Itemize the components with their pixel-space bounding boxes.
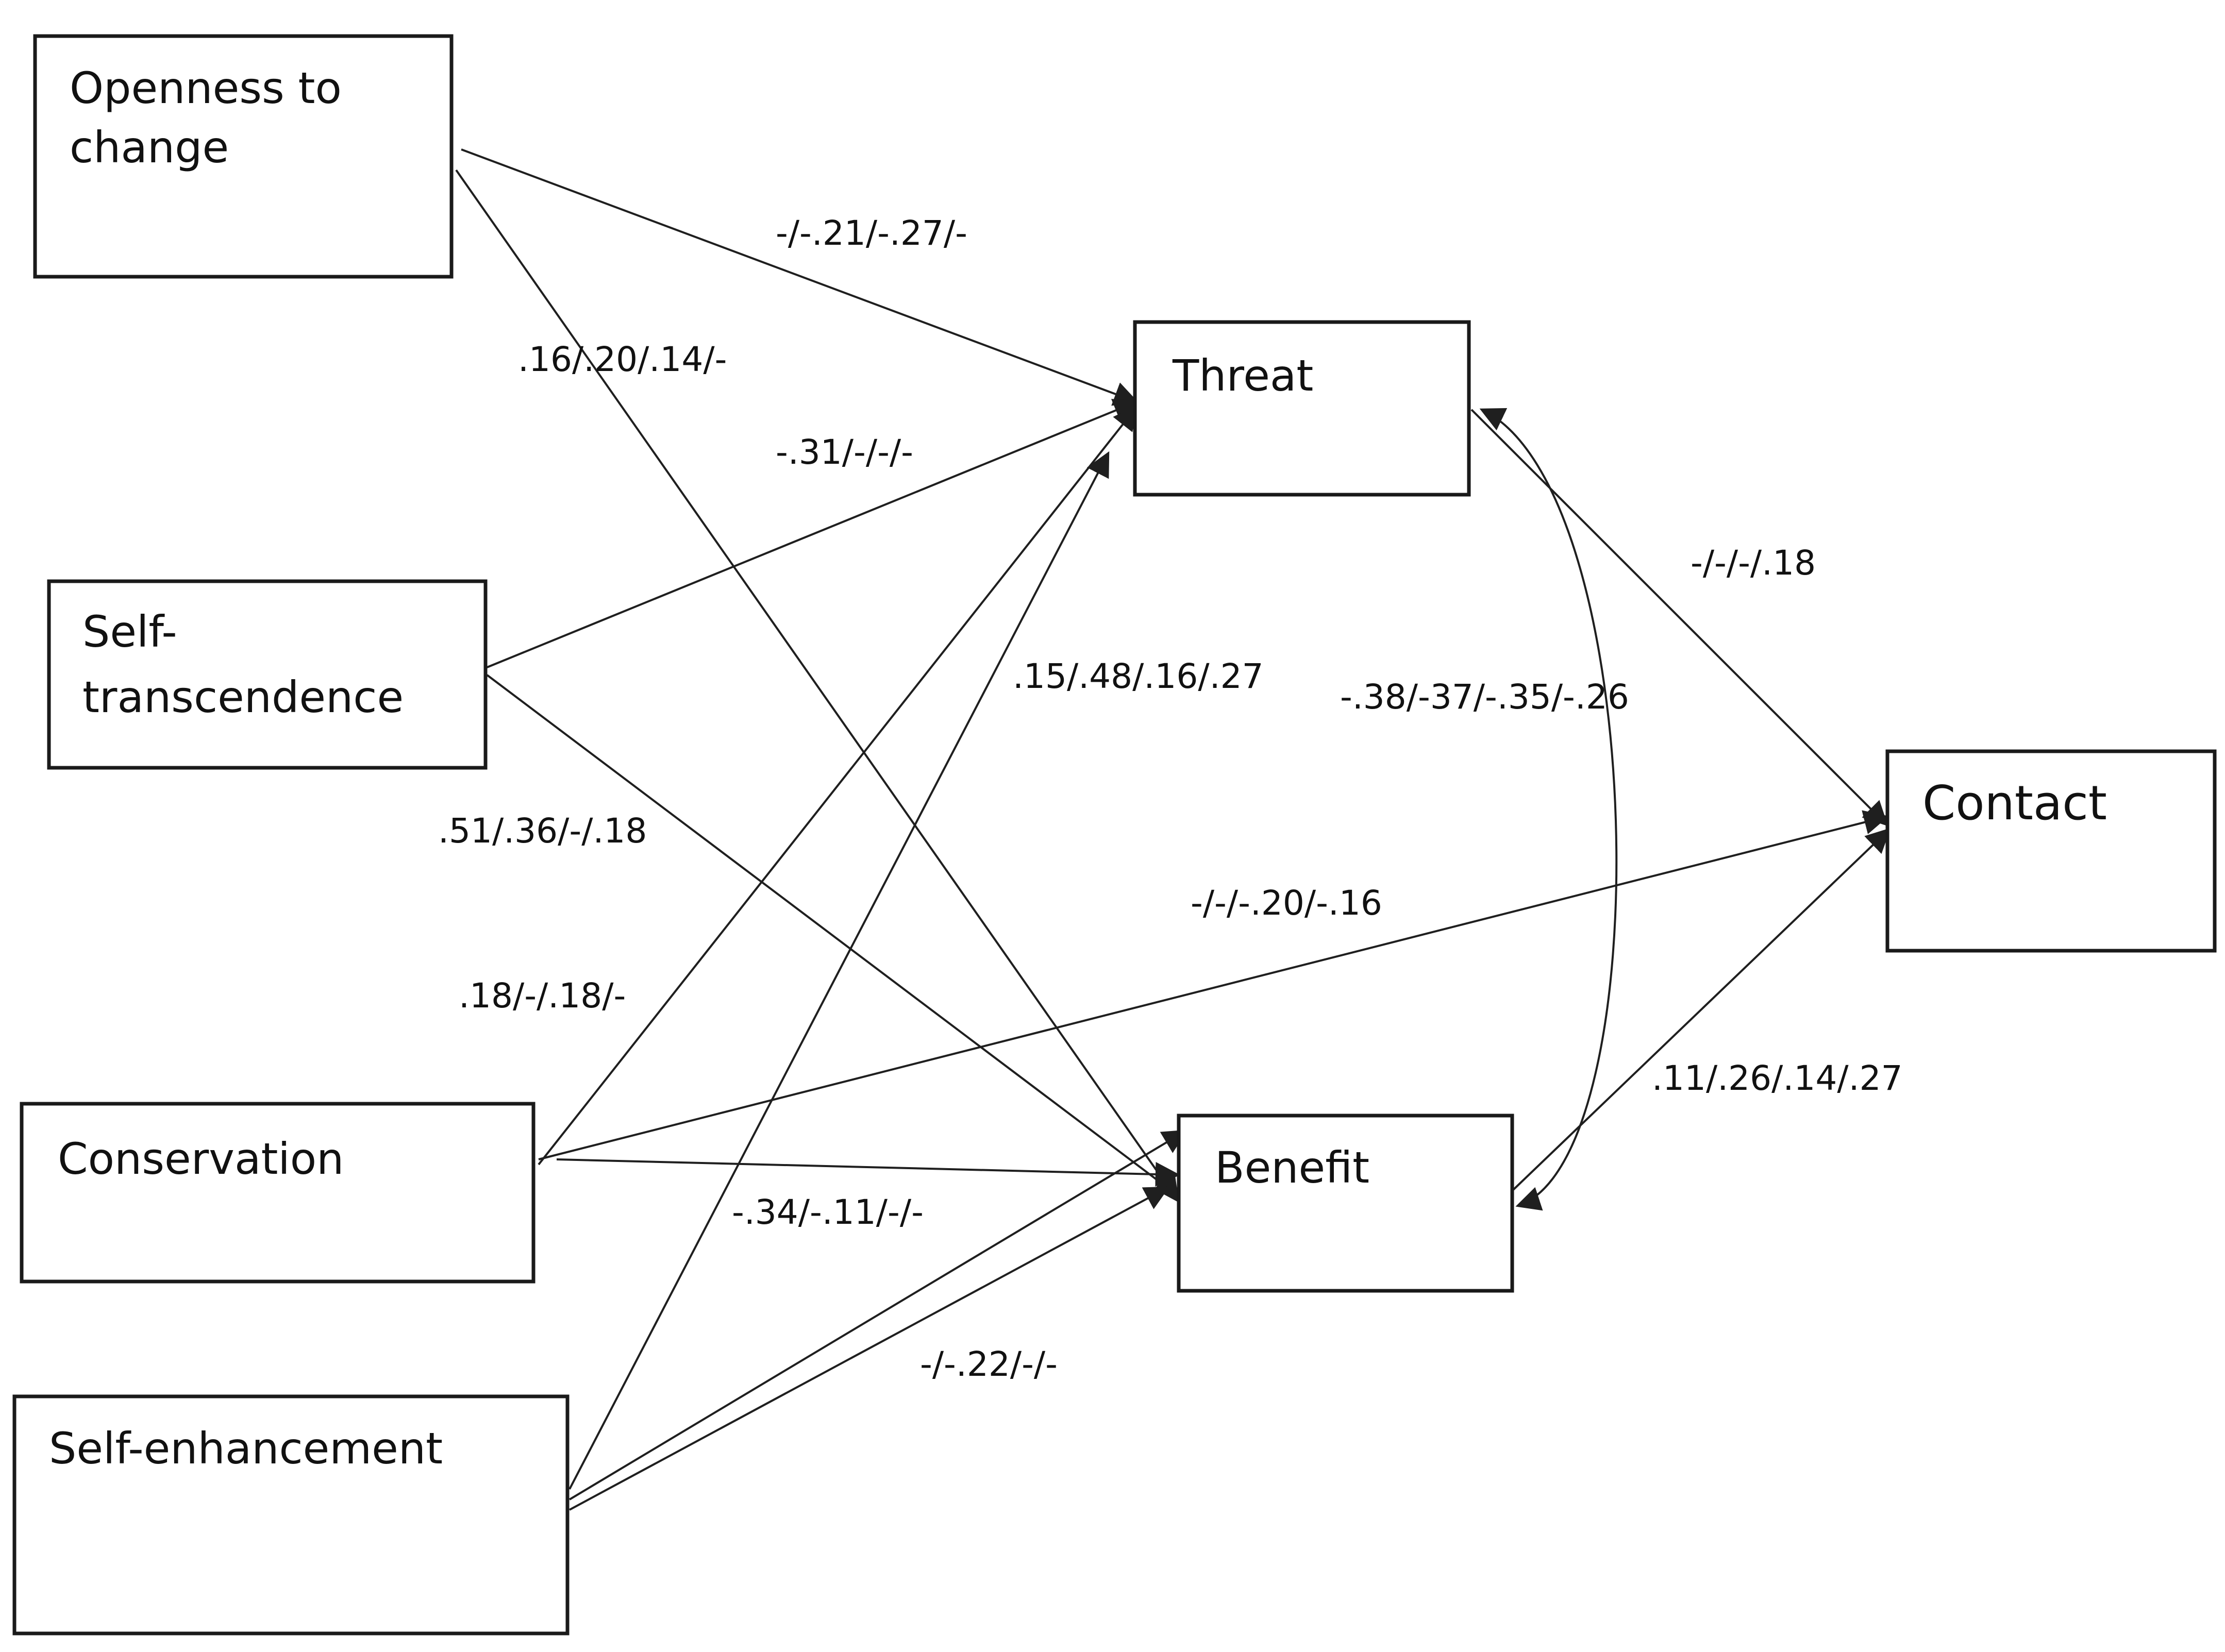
node-openness-line1: Openness to: [70, 63, 342, 113]
label-openness-threat: -/-.21/-.27/-: [776, 213, 967, 253]
edge-threat-contact: [1470, 409, 1888, 827]
node-threat: Threat: [1133, 320, 1471, 497]
node-self-enhancement: Self-enhancement: [12, 1394, 570, 1636]
edge-conservation-contact: [538, 810, 1889, 1160]
label-conservation-contact: -/-/-.20/-.16: [1191, 883, 1382, 923]
label-enhancement-threat: .15/.48/.16/.27: [1013, 656, 1264, 696]
label-threat-contact: -/-/-/.18: [1691, 543, 1816, 583]
node-selfenhancement-label: Self-enhancement: [49, 1423, 443, 1474]
edges: [455, 148, 1891, 1511]
label-enhancement-conservation-benefit: -.34/-.11/-/-: [732, 1192, 924, 1232]
edge-labels: -/-.21/-.27/- .16/.20/.14/- -.31/-/-/- .…: [438, 213, 1903, 1384]
node-conservation-label: Conservation: [58, 1134, 344, 1184]
node-benefit: Benefit: [1177, 1114, 1514, 1293]
node-conservation: Conservation: [20, 1102, 536, 1284]
node-benefit-label: Benefit: [1215, 1142, 1369, 1193]
node-openness-line2: change: [70, 122, 229, 173]
label-conservation-threat: .18/-/.18/-: [459, 976, 626, 1016]
edge-selfenhancement-benefit: [569, 1186, 1170, 1511]
edge-selftranscendence-threat: [487, 399, 1139, 668]
label-benefit-contact: .11/.26/.14/.27: [1652, 1058, 1903, 1098]
node-selftranscendence-line1: Self-: [82, 606, 177, 657]
edge-threat-benefit-correlation: [1479, 408, 1618, 1211]
edge-conservation-benefit: [556, 1158, 1180, 1187]
node-contact: Contact: [1885, 749, 2217, 953]
node-threat-label: Threat: [1172, 350, 1313, 401]
label-selftranscendence-benefit: .51/.36/-/.18: [438, 811, 647, 851]
edge-selftranscendence-benefit: [486, 674, 1180, 1197]
edge-openness-benefit: [455, 169, 1179, 1203]
label-enhancement-benefit: -/-.22/-/-: [920, 1344, 1058, 1384]
node-contact-label: Contact: [1922, 776, 2107, 831]
edge-openness-threat: [461, 148, 1139, 406]
node-self-transcendence: Self- transcendence: [47, 579, 488, 770]
label-selftranscendence-threat: -.31/-/-/-: [776, 432, 913, 472]
node-selftranscendence-line2: transcendence: [82, 672, 404, 722]
label-openness-benefit: .16/.20/.14/-: [518, 340, 727, 379]
edge-selfenhancement-threat: [568, 451, 1110, 1490]
edge-selfenhancement-benefit-2: [568, 1130, 1188, 1501]
node-openness-to-change: Openness to change: [33, 34, 454, 279]
label-threat-benefit-correlation: -.38/-37/-.35/-.26: [1340, 677, 1629, 717]
edge-benefit-contact: [1512, 828, 1891, 1191]
edge-conservation-threat: [538, 405, 1138, 1166]
